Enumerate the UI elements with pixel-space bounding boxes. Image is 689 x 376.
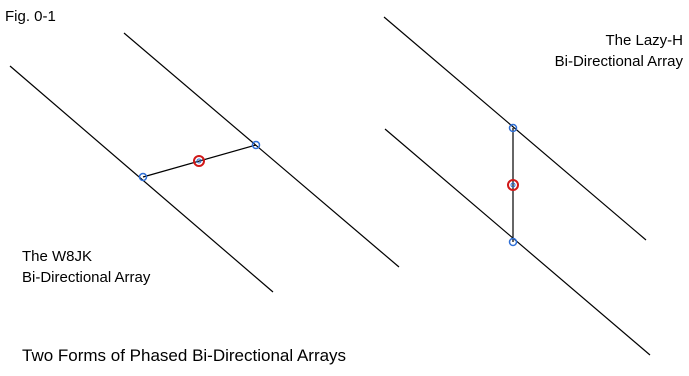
lazy-h-array [383, 16, 651, 356]
w8jk-element-left [9, 65, 274, 293]
w8jk-label-line-2: Bi-Directional Array [22, 269, 151, 286]
w8jk-array [9, 32, 400, 293]
lazy-h-feed-point [507, 179, 519, 191]
w8jk-label-line-1: The W8JK [22, 248, 93, 265]
lazy-h-label-line-2: Bi-Directional Array [554, 53, 683, 70]
lazy-h-element-top [383, 16, 647, 241]
w8jk-connection-point-right [251, 140, 261, 150]
figure-number-label: Fig. 0-1 [5, 8, 56, 25]
w8jk-phasing-line [142, 144, 257, 178]
lazy-h-label-line-1: The Lazy-H [605, 32, 683, 49]
lazy-h-feed-point-center [510, 182, 516, 188]
w8jk-feed-point-center [196, 158, 202, 164]
w8jk-element-right [123, 32, 400, 268]
w8jk-label: The W8JK Bi-Directional Array [22, 246, 150, 288]
w8jk-connection-point-left [138, 172, 148, 182]
lazy-h-connection-point-top [508, 123, 518, 133]
lazy-h-connection-point-bottom [508, 237, 518, 247]
w8jk-feed-point [193, 155, 205, 167]
figure-caption: Two Forms of Phased Bi-Directional Array… [22, 346, 347, 365]
lazy-h-element-bottom [384, 128, 651, 356]
lazy-h-label: The Lazy-H Bi-Directional Array [555, 30, 683, 72]
